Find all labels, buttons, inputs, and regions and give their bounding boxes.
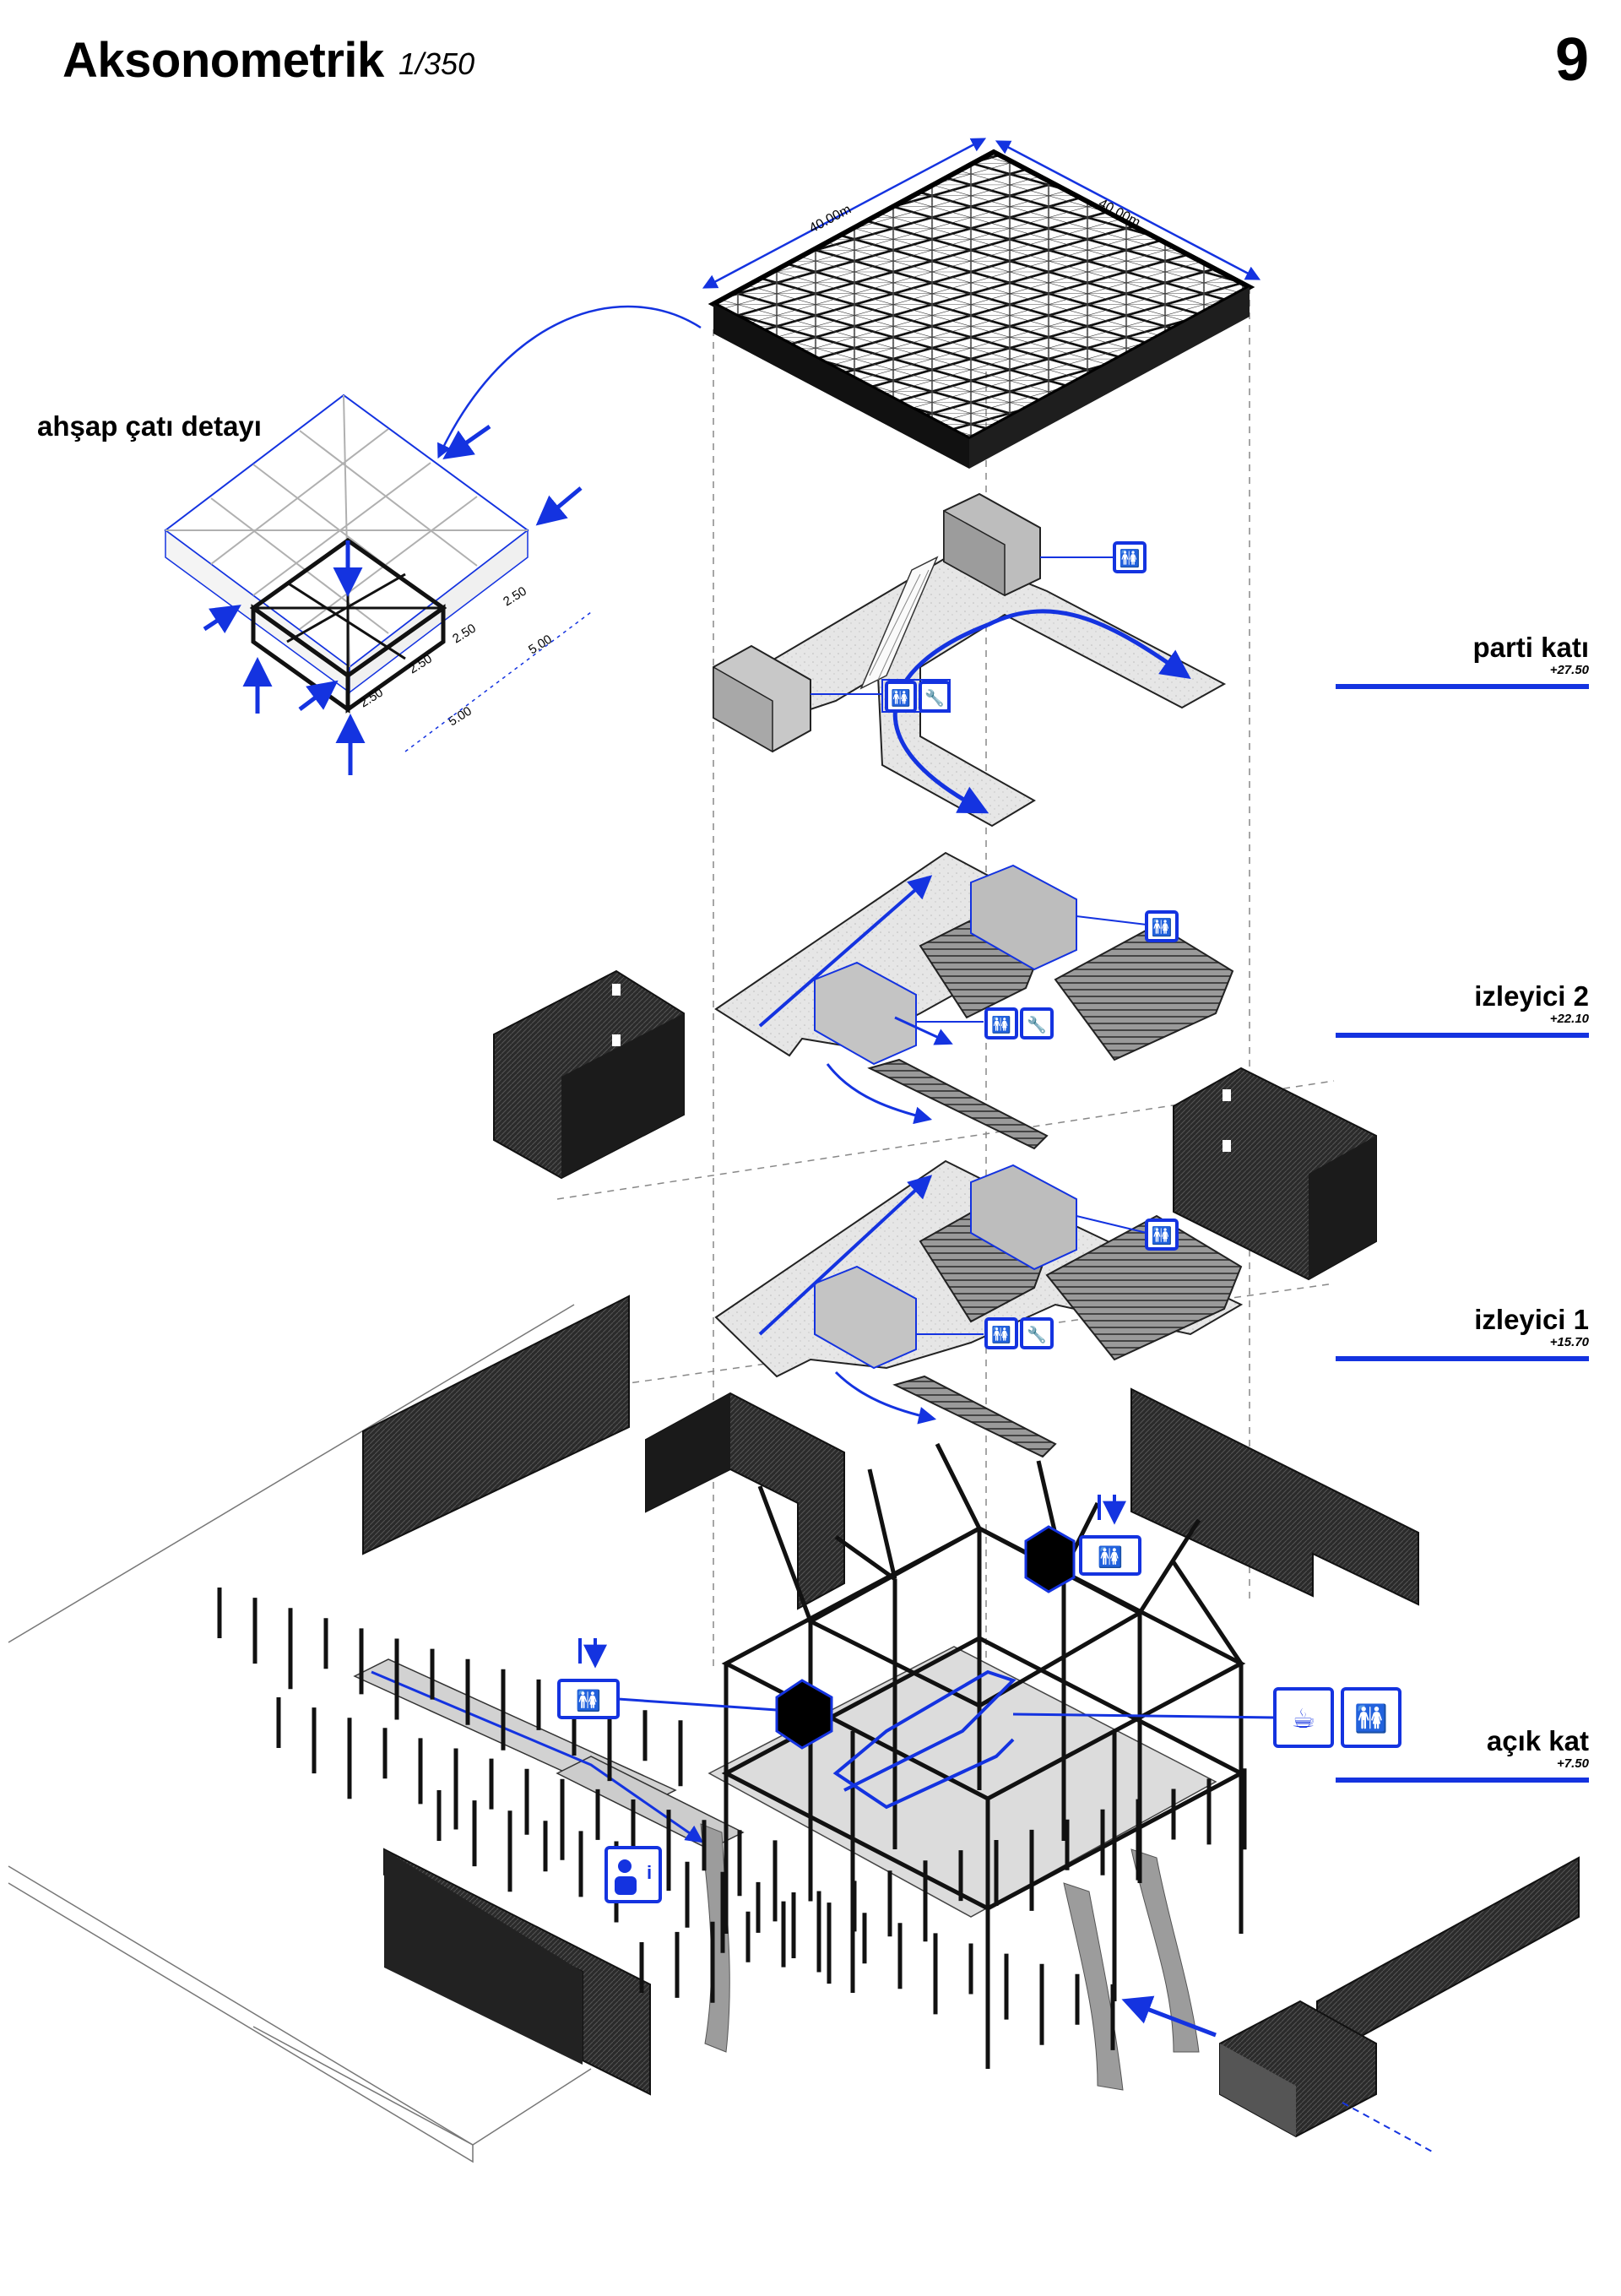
audience-1-wc-icon: 🚻 [1145, 1219, 1179, 1251]
level-audience-1-bar [1336, 1356, 1589, 1361]
page-number: 9 [1554, 26, 1589, 94]
elevator-core-left [775, 1679, 833, 1750]
page-title: Aksonometrik [62, 33, 384, 88]
level-party-elevation: +27.50 [1549, 663, 1589, 677]
svg-text:🚻: 🚻 [891, 688, 911, 708]
columns-field [217, 1588, 1247, 2050]
elevator-wc-icon-left: 🚻 [557, 1638, 778, 1719]
elevator-wc-icon-right: 🚻 [1079, 1495, 1141, 1576]
detail-dim-6: 5.00 [526, 632, 555, 658]
roof-grid: 40.00m 40.00m [702, 138, 1261, 469]
cafe-icon: ☕ [1012, 1687, 1334, 1748]
info-icon: i [604, 1846, 662, 1903]
level-open: açık kat +7.50 [1336, 1725, 1589, 1783]
audience-2-wc-icon: 🚻 [1145, 910, 1179, 942]
level-audience-2: izleyici 2 +22.10 [1336, 980, 1589, 1038]
entrance-arrow [1121, 1995, 1217, 2038]
svg-text:i: i [647, 1862, 652, 1883]
audience-2-maintenance-icon: 🔧 [1020, 1007, 1054, 1039]
audience-1-wc-icon-2: 🚻 [984, 1317, 1018, 1349]
level-open-name: açık kat [1486, 1725, 1589, 1756]
audience-1-maintenance-icon: 🔧 [1020, 1317, 1054, 1349]
level-open-elevation: +7.50 [1557, 1756, 1589, 1771]
svg-text:🚻: 🚻 [1152, 1225, 1173, 1246]
roof-detail-title: ahşap çatı detayı [37, 410, 262, 442]
detail-dim-3: 2.50 [450, 621, 479, 647]
ground-walls [362, 1295, 1580, 2138]
level-party-bar [1336, 684, 1589, 689]
svg-text:🚻: 🚻 [1098, 1545, 1123, 1569]
svg-text:🚻: 🚻 [991, 1325, 1011, 1344]
level-audience-1-elevation: +15.70 [1549, 1335, 1589, 1349]
svg-text:🔧: 🔧 [1027, 1015, 1047, 1034]
level-audience-2-name: izleyici 2 [1474, 980, 1589, 1012]
detail-link-arrow [437, 305, 702, 459]
party-floor-wc-icon-2: 🚻 [885, 681, 917, 713]
detail-dim-2: 2.50 [406, 652, 435, 677]
detail-dim-1: 2.50 [357, 686, 386, 711]
level-audience-2-elevation: +22.10 [1549, 1012, 1589, 1026]
level-audience-1-name: izleyici 1 [1474, 1304, 1589, 1335]
elevator-core-right [1024, 1525, 1076, 1593]
svg-text:🚻: 🚻 [1354, 1703, 1388, 1734]
detail-dim-5: 5.00 [446, 704, 474, 730]
svg-text:🔧: 🔧 [1027, 1325, 1047, 1344]
audience-1-floor-plate [714, 1159, 1244, 1458]
right-stage-tower [1173, 1067, 1377, 1281]
svg-text:🔧: 🔧 [924, 688, 945, 708]
party-floor-wc-icon: 🚻 [1113, 541, 1147, 573]
svg-text:☕: ☕ [1292, 1703, 1316, 1734]
circulation-loop [832, 1669, 1017, 1810]
scaffold-structure [721, 1442, 1246, 2069]
cafe-wc-icon: 🚻 [1341, 1687, 1401, 1748]
party-floor-plate [713, 492, 1227, 828]
site-plane [8, 1304, 592, 2163]
level-open-bar [1336, 1778, 1589, 1783]
level-audience-1: izleyici 1 +15.70 [1336, 1304, 1589, 1361]
detail-dim-4: 2.50 [501, 584, 529, 610]
svg-text:🚻: 🚻 [1152, 917, 1173, 937]
svg-text:🚻: 🚻 [1120, 548, 1141, 568]
audience-2-wc-icon-2: 🚻 [984, 1007, 1018, 1039]
entrance-path [1342, 2102, 1436, 2154]
roof-detail: 2.50 2.50 2.50 2.50 5.00 5.00 [164, 394, 592, 775]
audience-2-floor-plate [714, 851, 1234, 1150]
party-floor-maintenance-icon: 🔧 [919, 681, 951, 713]
level-audience-2-bar [1336, 1033, 1589, 1038]
left-stage-tower [493, 969, 685, 1180]
level-party-name: parti katı [1472, 632, 1589, 663]
entrance-ramp [353, 1658, 745, 1850]
drawing-scale: 1/350 [398, 46, 475, 81]
svg-text:🚻: 🚻 [576, 1689, 601, 1713]
svg-text:🚻: 🚻 [991, 1015, 1011, 1034]
level-party: parti katı +27.50 [1336, 632, 1589, 689]
